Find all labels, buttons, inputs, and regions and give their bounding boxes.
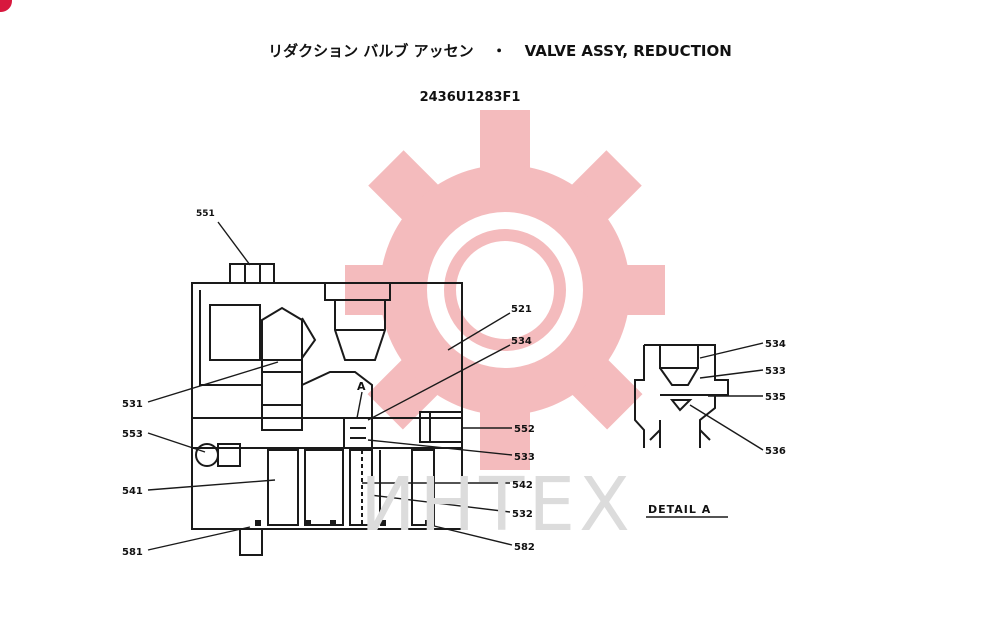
callout-581: 581 (122, 547, 143, 558)
detail-a-drawing (634, 344, 729, 448)
detail-marker-a: A (357, 380, 366, 393)
gear-inner-ring (444, 229, 566, 351)
detail-seat-533 (659, 367, 699, 386)
callout-553: 553 (122, 429, 143, 440)
callout-582: 582 (514, 542, 535, 553)
detail-a-label: DETAIL A (648, 503, 711, 516)
detail-body-right (644, 344, 729, 448)
title-japanese: リダクション バルブ アッセン (268, 42, 474, 60)
gear-tooth (480, 410, 530, 470)
bore-541 (267, 449, 299, 526)
detail-ball-536 (669, 399, 693, 412)
valve-housing (191, 282, 463, 530)
callout-551: 551 (196, 209, 215, 219)
spool-531 (261, 306, 303, 431)
plug-552 (419, 411, 463, 443)
diagram-title: リダクション バルブ アッセン・ VALVE ASSY, REDUCTION (0, 40, 1000, 61)
leader-lines (147, 221, 513, 551)
top-fitting (324, 283, 391, 301)
detail-body-left (634, 345, 645, 448)
watermark-text: ИНТЕХ (360, 462, 634, 548)
valve-body (191, 263, 463, 556)
watermark-gear (345, 110, 665, 470)
detail-callout-533: 533 (765, 366, 786, 377)
port-left (209, 304, 261, 361)
detail-a-region (343, 417, 373, 449)
gear-tooth (480, 110, 530, 170)
callout-534: 534 (511, 336, 532, 347)
title-separator: ・ (491, 42, 507, 60)
callout-532: 532 (512, 509, 533, 520)
bore-mid (304, 449, 344, 526)
bore-right (411, 449, 435, 526)
detail-plug-534 (659, 345, 699, 369)
o-ring-row (255, 520, 431, 526)
callout-533: 533 (514, 452, 535, 463)
callout-552: 552 (514, 424, 535, 435)
callout-541: 541 (122, 486, 143, 497)
part-number: 2436U1283F1 (419, 90, 521, 105)
callout-521: 521 (511, 304, 532, 315)
detail-callout-535: 535 (765, 392, 786, 403)
bolt-551 (229, 263, 275, 284)
title-english: VALVE ASSY, REDUCTION (524, 42, 732, 60)
callout-542: 542 (512, 480, 533, 491)
callout-531: 531 (122, 399, 143, 410)
detail-callout-536: 536 (765, 446, 786, 457)
detail-leader-lines (646, 342, 764, 518)
detail-callout-534: 534 (765, 339, 786, 350)
fitting-581 (239, 528, 263, 556)
